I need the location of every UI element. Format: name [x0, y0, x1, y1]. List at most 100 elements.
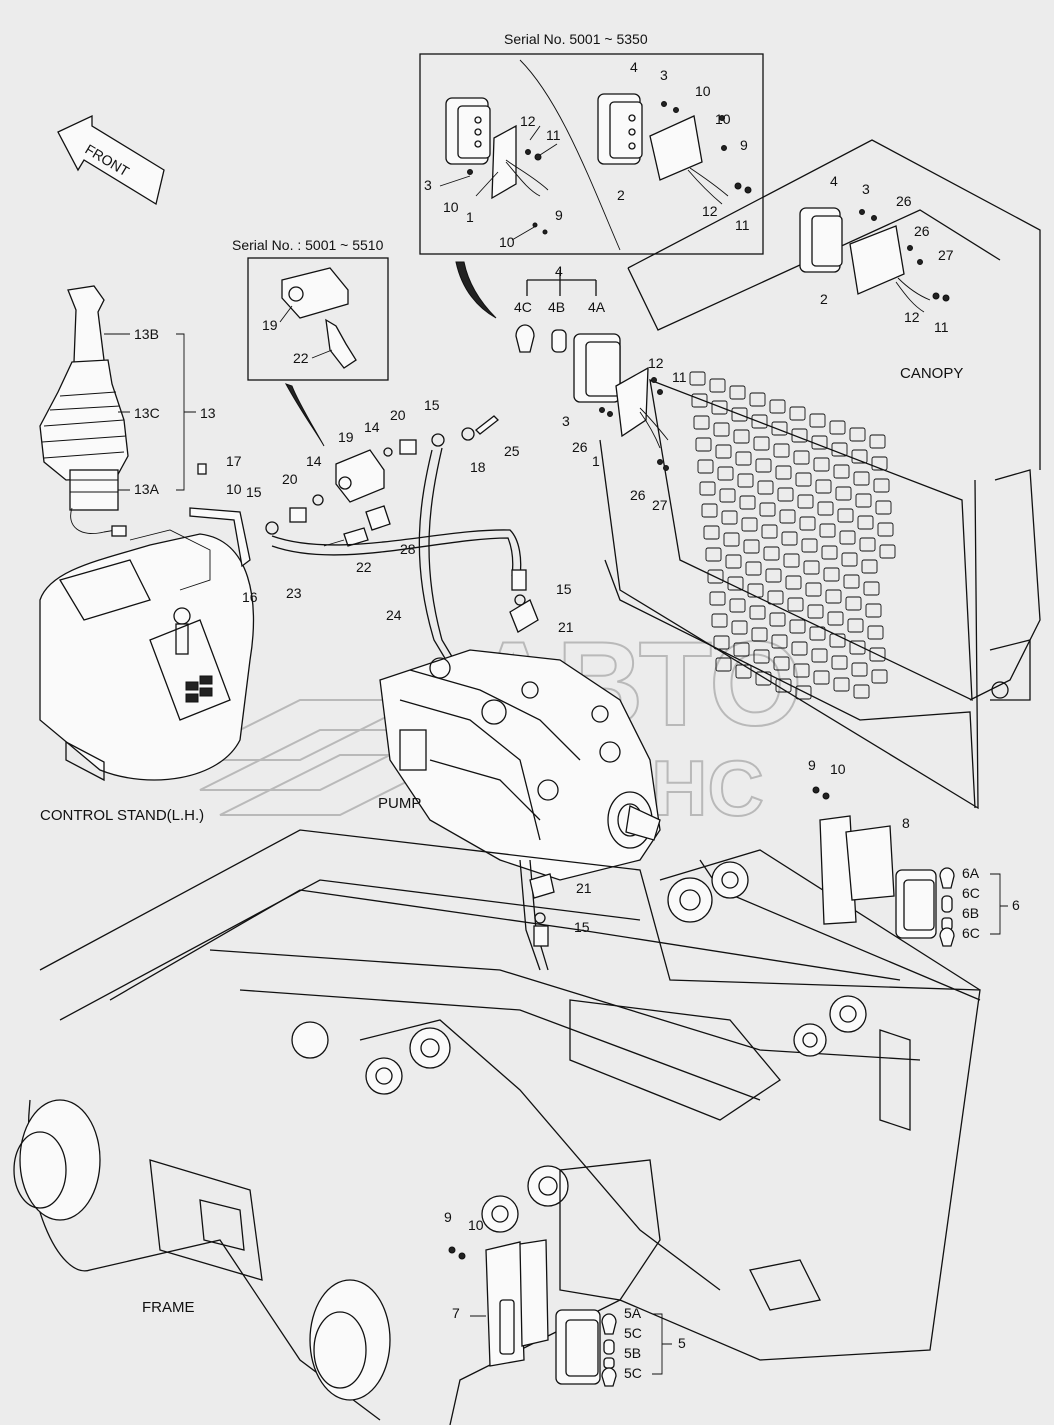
callout-4b: 4B [548, 299, 565, 315]
callout-12: 12 [648, 355, 664, 371]
mesh-cell [807, 604, 824, 619]
callout-18: 18 [470, 459, 486, 475]
pointer-arrow [284, 383, 325, 447]
mesh-cell [729, 598, 746, 613]
callout-10: 10 [443, 199, 459, 215]
mesh-cell [813, 457, 830, 472]
callout-11: 11 [934, 319, 949, 335]
mesh-cell [777, 487, 794, 502]
callout-22: 22 [293, 350, 309, 366]
mesh-cell [715, 444, 732, 459]
callout-15: 15 [246, 484, 262, 500]
callout-4: 4 [830, 173, 838, 189]
mesh-cell [703, 525, 720, 540]
mesh-cell [871, 669, 888, 684]
mesh-cell [875, 500, 892, 515]
mesh-cell [829, 420, 846, 435]
callout-6c: 6C [962, 885, 980, 901]
callout-9: 9 [555, 207, 563, 223]
callout-4c: 4C [514, 299, 532, 315]
mesh-cell [791, 641, 808, 656]
mesh-cell [713, 635, 730, 650]
mesh-cell [795, 685, 812, 700]
callout-25: 25 [504, 443, 520, 459]
callout-12: 12 [904, 309, 920, 325]
callout-6c: 6C [962, 925, 980, 941]
mesh-cell [747, 583, 764, 598]
mesh-cell [837, 508, 854, 523]
callout-4a: 4A [588, 299, 606, 315]
callout-20: 20 [282, 471, 298, 487]
callout-26: 26 [914, 223, 930, 239]
callout-14: 14 [306, 453, 322, 469]
mesh-cell [861, 559, 878, 574]
callout-13a: 13A [134, 481, 160, 497]
callout-11: 11 [546, 127, 561, 143]
mesh-cell [865, 603, 882, 618]
callout-10: 10 [468, 1217, 484, 1233]
callout-5: 5 [678, 1335, 686, 1351]
mesh-cell [833, 677, 850, 692]
callout-27: 27 [652, 497, 668, 513]
callout-1: 1 [592, 453, 600, 469]
callout-11: 11 [672, 369, 687, 385]
mesh-cell [831, 442, 848, 457]
mesh-cell [825, 589, 842, 604]
mesh-cell [789, 619, 806, 634]
callout-13: 13 [200, 405, 216, 421]
callout-19: 19 [338, 429, 354, 445]
mesh-cell [829, 633, 846, 648]
mesh-cell [761, 524, 778, 539]
callout-5a: 5A [624, 1305, 642, 1321]
callout-12: 12 [702, 203, 718, 219]
mesh-cell [751, 627, 768, 642]
mesh-cell [701, 503, 718, 518]
callout-20: 20 [390, 407, 406, 423]
mesh-cell [793, 450, 810, 465]
mesh-cell [771, 634, 788, 649]
lamp-assembly-6: 9 10 8 6A 6C 6B 6C 6 [808, 757, 1020, 947]
mesh-cell [799, 516, 816, 531]
callout-3: 3 [862, 181, 870, 197]
mesh-cell [763, 546, 780, 561]
mesh-cell [733, 429, 750, 444]
mesh-cell [831, 655, 848, 670]
callout-2: 2 [820, 291, 828, 307]
callout-26: 26 [572, 439, 588, 455]
mesh-cell [755, 458, 772, 473]
mesh-cell [793, 663, 810, 678]
pump-caption: PUMP [378, 795, 421, 812]
callout-27: 27 [938, 247, 954, 263]
mesh-cell [769, 612, 786, 627]
callout-17: 17 [226, 453, 242, 469]
mesh-cell [753, 436, 770, 451]
callout-13b: 13B [134, 326, 159, 342]
mesh-cell [773, 443, 790, 458]
mesh-cell [867, 625, 884, 640]
mesh-cell [835, 486, 852, 501]
mesh-cell [769, 399, 786, 414]
mesh-cell [819, 523, 836, 538]
mesh-cell [851, 449, 868, 464]
mesh-cell [803, 560, 820, 575]
callout-16: 16 [242, 589, 258, 605]
mesh-cell [863, 581, 880, 596]
mesh-cell [759, 502, 776, 517]
callout-13c: 13C [134, 405, 160, 421]
mesh-cell [821, 545, 838, 560]
mesh-cell [741, 517, 758, 532]
mesh-cell [859, 537, 876, 552]
serial-top-label: Serial No. 5001 ~ 5350 [504, 31, 648, 47]
serial-left-label: Serial No. : 5001 ~ 5510 [232, 237, 384, 253]
callout-5b: 5B [624, 1345, 641, 1361]
mesh-cell [809, 413, 826, 428]
callout-6a: 6A [962, 865, 980, 881]
mesh-cell [699, 481, 716, 496]
callout-2: 2 [617, 187, 625, 203]
control-stand: 13B 13C 13 13A CONTROL STAND(L.H.) [39, 285, 255, 824]
mesh-cell [783, 553, 800, 568]
mesh-cell [869, 434, 886, 449]
callout-10: 10 [499, 234, 515, 250]
mesh-cell [719, 488, 736, 503]
